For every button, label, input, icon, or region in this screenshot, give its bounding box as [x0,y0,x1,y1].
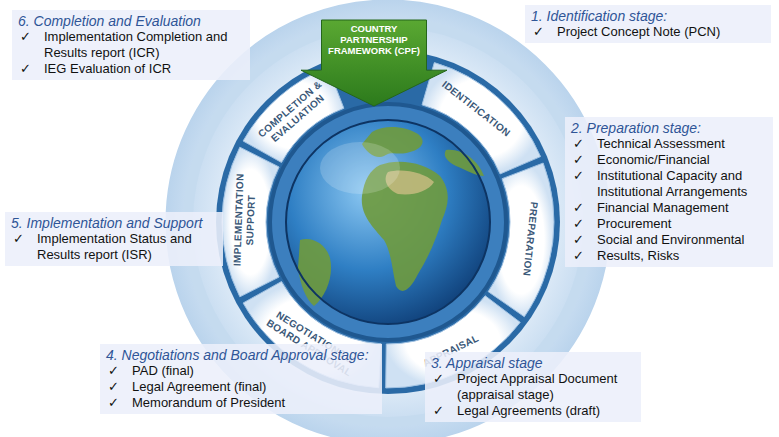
stage-callout: 4. Negotiations and Board Approval stage… [100,344,382,414]
stage-callout: 5. Implementation and Support✓Implementa… [5,212,223,266]
check-mark: ✓ [106,363,132,379]
check-mark: ✓ [106,379,132,395]
checklist-row: ✓Legal Agreements (draft) [431,403,635,419]
check-mark: ✓ [106,395,132,411]
globe-shine [320,142,400,194]
checklist-item: Project Concept Note (PCN) [557,24,765,40]
checklist-item: Procurement [597,216,767,232]
cycle-segment-label: PREPARATION [518,179,542,300]
check-mark: ✓ [18,29,44,61]
checklist-item: Implementation Status and Results report… [37,231,217,263]
stage-heading: 3. Appraisal stage [431,355,635,371]
checklist-row: ✓Implementation Status and Results repor… [11,231,217,263]
stage-heading: 5. Implementation and Support [11,215,217,231]
stage-callout: 2. Preparation stage:✓Technical Assessme… [565,117,773,267]
segment-text: PREPARATION [518,179,542,300]
checklist-row: ✓Social and Environmental [571,232,767,248]
arrow-text: COUNTRY PARTNERSHIP FRAMEWORK (CPF) [328,18,421,56]
stage-callout: 1. Identification stage:✓Project Concept… [525,5,771,43]
inner-ring [270,104,506,340]
checklist-item: IEG Evaluation of ICR [44,61,244,77]
segment-text: IMPLEMENTATION SUPPORT [231,164,259,275]
checklist-item: Memorandum of President [132,395,376,411]
checklist-item: Economic/Financial [597,152,767,168]
stage-heading: 1. Identification stage: [531,8,765,24]
checklist-item: Financial Management [597,200,767,216]
checklist-row: ✓IEG Evaluation of ICR [18,61,244,77]
checklist-row: ✓Legal Agreement (final) [106,379,376,395]
checklist-item: Institutional Capacity and Institutional… [597,168,767,200]
ring-segments [222,63,554,388]
checklist-row: ✓Implementation Completion and Results r… [18,29,244,61]
check-mark: ✓ [531,24,557,40]
continents [298,127,484,306]
check-mark: ✓ [431,371,457,403]
checklist-item: Technical Assessment [597,136,767,152]
globe [286,120,490,324]
segment-text: COMPLETION & EVALUATION [250,74,338,155]
cycle-segment-label: IMPLEMENTATION SUPPORT [231,164,259,275]
checklist-item: Legal Agreements (draft) [457,403,635,419]
checklist-item: Project Appraisal Document (appraisal st… [457,371,635,403]
checklist-row: ✓Results, Risks [571,248,767,264]
check-mark: ✓ [18,61,44,77]
stage-callout: 3. Appraisal stage✓Project Appraisal Doc… [425,352,641,422]
check-mark: ✓ [571,232,597,248]
checklist-row: ✓Project Appraisal Document (appraisal s… [431,371,635,403]
check-mark: ✓ [11,231,37,263]
stage-heading: 4. Negotiations and Board Approval stage… [106,347,376,363]
checklist-row: ✓Memorandum of President [106,395,376,411]
checklist-item: PAD (final) [132,363,376,379]
check-mark: ✓ [571,168,597,200]
checklist-row: ✓Economic/Financial [571,152,767,168]
checklist-row: ✓Financial Management [571,200,767,216]
cycle-segment-label: COMPLETION & EVALUATION [250,74,338,155]
checklist-row: ✓PAD (final) [106,363,376,379]
globe-rim [286,120,490,324]
check-mark: ✓ [571,216,597,232]
stage-callout: 6. Completion and Evaluation✓Implementat… [12,10,250,80]
check-mark: ✓ [571,136,597,152]
checklist-row: ✓Technical Assessment [571,136,767,152]
checklist-row: ✓Procurement [571,216,767,232]
checklist-item: Implementation Completion and Results re… [44,29,244,61]
stage-heading: 2. Preparation stage: [571,120,767,136]
segment-text: IDENTIFICATION [425,68,527,151]
checklist-item: Social and Environmental [597,232,767,248]
dark-ring [216,50,560,394]
checklist-item: Results, Risks [597,248,767,264]
checklist-item: Legal Agreement (final) [132,379,376,395]
check-mark: ✓ [571,248,597,264]
cycle-segment-label: IDENTIFICATION [425,68,527,151]
checklist-row: ✓Project Concept Note (PCN) [531,24,765,40]
check-mark: ✓ [431,403,457,419]
checklist-row: ✓Institutional Capacity and Institutiona… [571,168,767,200]
check-mark: ✓ [571,152,597,168]
stage-heading: 6. Completion and Evaluation [18,13,244,29]
check-mark: ✓ [571,200,597,216]
